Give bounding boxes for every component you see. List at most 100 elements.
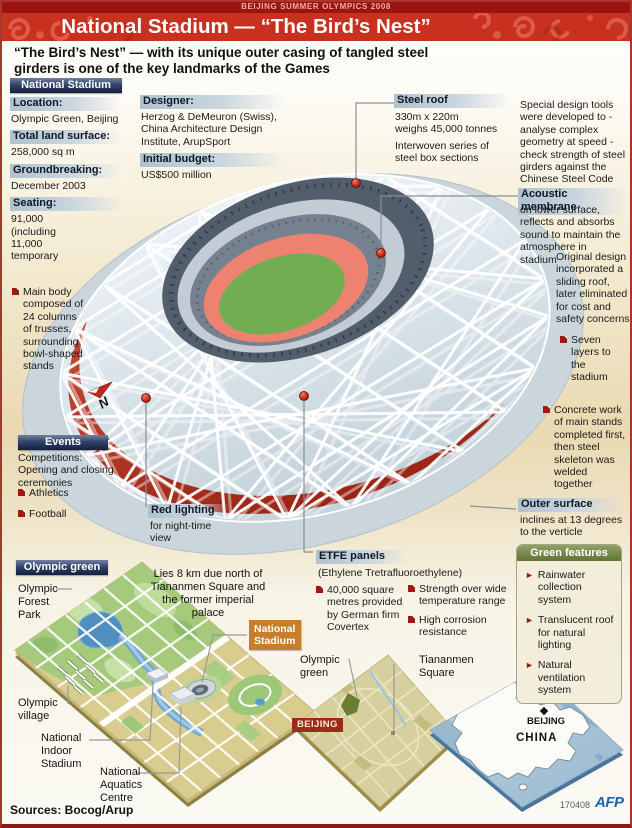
square-bullet-icon [316, 586, 323, 593]
stadium-illustration: N [22, 102, 584, 555]
square-bullet-icon [543, 406, 550, 413]
square-bullet-icon [560, 336, 567, 343]
land-value: 258,000 sq m [11, 146, 75, 159]
etfe-bullet-text: 40,000 square metres provided by German … [327, 584, 403, 634]
map-distance-note: Lies 8 km due north of Tiananmen Square … [150, 568, 266, 619]
steel-roof-body: Interwoven series of steel box sections [395, 140, 489, 165]
seven-layers-note: Seven layers to the stadium [560, 334, 622, 384]
event-text: Football [29, 508, 67, 520]
stadium-bowl [162, 177, 434, 363]
national-stadium-tag: National Stadium [249, 620, 301, 651]
section-olympic-green: Olympic green [16, 560, 108, 575]
budget-value: US$500 million [141, 169, 212, 182]
facts-left-column: Location: Olympic Green, Beijing Total l… [10, 92, 122, 266]
location-label: Location: [10, 97, 122, 111]
etfe-bullets-col2: Strength over wide temperature range Hig… [408, 583, 530, 639]
title-banner [0, 13, 632, 41]
label-olympic-village: Olympic village [18, 697, 58, 722]
groundbreaking-label: Groundbreaking: [10, 163, 122, 178]
arrow-bullet-icon: ► [525, 615, 534, 626]
concrete-note: Concrete work of main stands completed f… [543, 404, 627, 491]
date-code: 170408 [560, 800, 591, 810]
beijing-map [294, 654, 459, 812]
steel-roof-dot [351, 178, 361, 188]
china-map-beijing-label: BEIJING [527, 716, 566, 727]
section-events: Events [18, 435, 108, 450]
designer-label: Designer: [140, 95, 286, 109]
seating-label: Seating: [10, 197, 122, 212]
china-map-china-label: CHINA [516, 732, 558, 744]
green-feature-item: ► Natural ventilation system [525, 659, 615, 696]
main-body-text: Main body composed of 24 columns of trus… [23, 286, 84, 373]
sources-note: Sources: Bocog/Arup [10, 803, 134, 817]
red-lighting-dot [141, 393, 151, 403]
acoustic-label: Acoustic membrane [518, 188, 628, 215]
label-tiananmen: Tiananmen Square [419, 654, 474, 679]
steel-roof-size1: 330m x 220m [395, 111, 459, 123]
outer-surface-label: Outer surface [518, 498, 624, 512]
designer-value: Herzog & DeMeuron (Swiss), China Archite… [141, 111, 277, 148]
events-intro: Competitions: Opening and closing ceremo… [18, 452, 114, 489]
outer-surface-body: inclines at 13 degrees to the verticle [520, 514, 623, 539]
steel-roof-size: 330m x 220m weighs 45,000 tonnes [395, 111, 525, 136]
seven-layers-text: Seven layers to the stadium [571, 334, 611, 384]
main-body-note: Main body composed of 24 columns of trus… [12, 286, 84, 373]
arrow-bullet-icon: ► [525, 570, 534, 580]
etfe-bullet-2: Strength over wide temperature range [408, 583, 530, 608]
event-item: Football [18, 508, 66, 520]
etfe-bullet-text: High corrosion resistance [419, 613, 487, 639]
green-feature-text: Translucent roof for natural lighting [537, 614, 614, 651]
section-national-stadium: National Stadium [10, 78, 122, 93]
etfe-bullet-1: 40,000 square metres provided by German … [316, 584, 408, 634]
etfe-dot [299, 391, 309, 401]
budget-label: Initial budget: [140, 153, 286, 168]
red-lighting-label: Red lighting [148, 504, 230, 518]
sliding-roof-note: Original design incorporated a sliding r… [556, 251, 630, 325]
green-feature-item: ► Translucent roof for natural lighting [525, 614, 615, 651]
olympic-green-map [14, 561, 316, 807]
label-olympic-green-city: Olympic green [300, 654, 340, 679]
green-feature-text: Rainwater collection system [537, 569, 586, 606]
green-feature-item: ► Rainwater collection system [525, 569, 615, 606]
intro-text: “The Bird’s Nest” — with its unique oute… [14, 45, 429, 77]
groundbreaking-value: December 2003 [11, 179, 86, 192]
square-bullet-icon [408, 615, 415, 623]
steel-roof-size2: weighs 45,000 tonnes [395, 123, 498, 136]
callout-lines [145, 102, 518, 553]
kicker-text: BEIJING SUMMER OLYMPICS 2008 [241, 2, 391, 11]
event-item: Athletics [18, 487, 69, 499]
field [219, 253, 345, 335]
etfe-sub: (Ethylene Tretrafluoroethylene) [318, 567, 463, 579]
red-lighting-body: for night-time view [150, 520, 212, 545]
afp-logo: AFP [595, 794, 624, 811]
steel-roof-label: Steel roof [394, 94, 510, 108]
location-value: Olympic Green, Beijing [11, 113, 119, 125]
square-bullet-icon [18, 510, 25, 517]
callout-dots [141, 178, 386, 403]
acoustic-dot [376, 248, 386, 258]
green-features-title: Green features [517, 545, 621, 561]
beijing-city-tag: BEIJING [292, 718, 343, 732]
banner-swirl-decoration [8, 13, 628, 41]
page-title: National Stadium — “The Bird’s Nest” [61, 15, 431, 38]
land-label: Total land surface: [10, 130, 122, 145]
green-features-box: Green features ► Rainwater collection sy… [516, 544, 622, 705]
square-bullet-icon [12, 288, 19, 295]
square-bullet-icon [18, 489, 25, 496]
label-aquatics-centre: National Aquatics Centre [100, 766, 143, 804]
etfe-bullet-text: Strength over wide temperature range [419, 583, 507, 608]
map-callout-lines [56, 588, 247, 774]
green-feature-text: Natural ventilation system [537, 659, 586, 696]
arrow-bullet-icon: ► [525, 660, 534, 671]
acoustic-body: on lower surface, reflects and absorbs s… [520, 204, 621, 266]
event-text: Athletics [29, 487, 69, 499]
square-bullet-icon [408, 585, 415, 592]
design-tools-note: Special design tools were developed to -… [520, 99, 626, 186]
map-olympic-green-patch [341, 693, 360, 716]
kicker-bar: BEIJING SUMMER OLYMPICS 2008 [0, 0, 632, 13]
concrete-text: Concrete work of main stands completed f… [554, 404, 626, 491]
seating-value: 91,000 (including 11,000 temporary [11, 213, 59, 263]
label-forest-park: Olympic Forest Park [18, 583, 58, 621]
etfe-bullet-3: High corrosion resistance [408, 614, 530, 639]
